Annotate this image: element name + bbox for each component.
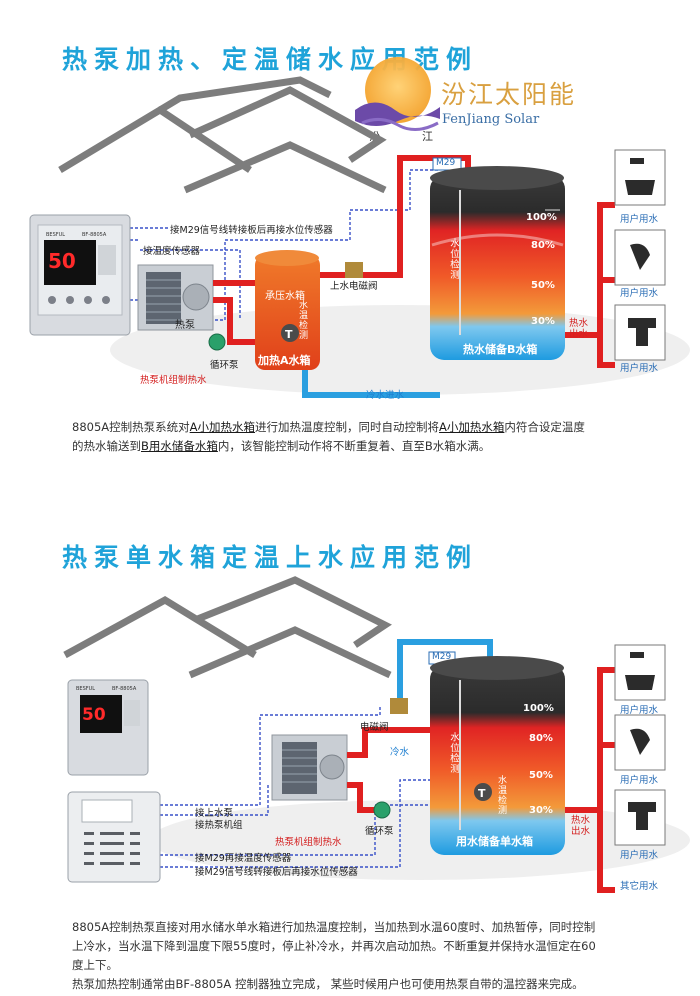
logo-sun-icon <box>355 57 440 131</box>
label-tank-a-temp: 水温检测 <box>297 300 307 340</box>
level-100: 100% <box>526 212 557 223</box>
level2-80: 80% <box>529 733 553 744</box>
svg-text:T: T <box>285 328 293 341</box>
label2-tank-name: 用水储备单水箱 <box>456 835 533 848</box>
svg-text:50: 50 <box>82 705 106 725</box>
level-30: 30% <box>531 316 555 327</box>
label2-hot-out: 热水出水 <box>571 815 591 837</box>
label-cold-in: 冷水进水 <box>366 390 405 401</box>
label-user-1: 用户用水 <box>620 214 659 225</box>
label-user-3: 用户用水 <box>620 363 659 374</box>
label2-cold: 冷水 <box>390 747 410 758</box>
label2-conn3: 接M29再接温度传感器 <box>195 853 292 864</box>
label2-valve: 电磁阀 <box>360 722 389 733</box>
label2-user-1: 用户用水 <box>620 705 659 716</box>
label-pump: 循环泵 <box>210 360 239 371</box>
svg-text:T: T <box>478 787 486 800</box>
label-m29-signal: 接M29信号线转接板后再接水位传感器 <box>170 225 333 236</box>
logo-chinese: 汾江太阳能 <box>441 80 577 109</box>
svg-text:BESFUL: BESFUL <box>76 686 95 692</box>
label2-tank-temp: 水温检测 <box>496 775 506 815</box>
label2-m29: M29 <box>432 652 452 662</box>
level-80: 80% <box>531 240 555 251</box>
label2-conn1: 接上水泵 <box>195 808 234 819</box>
section1-description: 8805A控制热泵系统对A小加热水箱进行加热温度控制，同时自动控制将A小加热水箱… <box>72 420 585 453</box>
logo-english: FenJiang Solar <box>442 112 540 127</box>
level2-50: 50% <box>529 770 553 781</box>
label2-user-2: 用户用水 <box>620 775 659 786</box>
label2-other: 其它用水 <box>620 881 659 892</box>
svg-text:BESFUL: BESFUL <box>46 232 65 238</box>
label2-conn4: 接M29信号线转接板后再接水位传感器 <box>195 867 358 878</box>
label-heat-pump: 热泵 <box>175 320 195 331</box>
logo-char-2: 江 <box>422 130 433 143</box>
section2-title: 热泵单水箱定温上水应用范例 <box>62 543 479 572</box>
label-tank-b-level: 水位检测 <box>448 238 459 280</box>
label2-user-3: 用户用水 <box>620 850 659 861</box>
label-tank-b-name: 热水储备B水箱 <box>463 343 538 356</box>
label-temp-sensor: 接温度传感器 <box>143 246 201 257</box>
label-user-2: 用户用水 <box>620 288 659 299</box>
label-heat-pump-group: 热泵机组制热水 <box>140 375 207 386</box>
label2-pump: 循环泵 <box>365 826 394 837</box>
svg-text:50: 50 <box>48 249 76 273</box>
label-hot-out: 热水出水 <box>569 318 589 340</box>
svg-text:BF-8805A: BF-8805A <box>82 232 107 238</box>
label2-conn2: 接热泵机组 <box>195 820 243 831</box>
level2-100: 100% <box>523 703 554 714</box>
label-m29: M29 <box>436 158 456 168</box>
section1-diagram: 50 BESFUL BF-8805A T <box>29 76 690 398</box>
section2-diagram: 50 BESFUL BF-8805A T <box>63 576 690 893</box>
label2-heat-pump-group: 热泵机组制热水 <box>275 837 342 848</box>
level-50: 50% <box>531 280 555 291</box>
level2-30: 30% <box>529 805 553 816</box>
label-tank-a-top: 承压水箱 <box>265 291 305 302</box>
svg-text:BF-8805A: BF-8805A <box>112 686 137 692</box>
label-valve: 上水电磁阀 <box>330 281 378 292</box>
section2-description: 8805A控制热泵直接对用水储水单水箱进行加热温度控制，当加热到水温60度时、加… <box>72 920 596 991</box>
label-tank-a-name: 加热A水箱 <box>258 354 311 367</box>
label2-tank-level: 水位检测 <box>448 732 459 774</box>
